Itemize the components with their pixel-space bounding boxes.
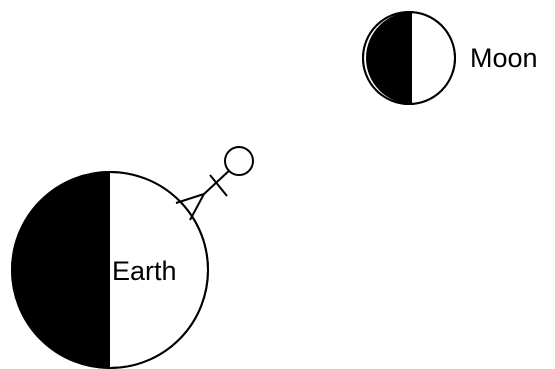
moon	[363, 12, 455, 104]
observer-head	[225, 147, 253, 175]
observer-body	[204, 168, 232, 194]
earth-dark-half	[12, 172, 110, 368]
moon-label: Moon	[470, 43, 538, 73]
earth-label: Earth	[112, 256, 177, 286]
moon-dark-half	[366, 12, 412, 104]
